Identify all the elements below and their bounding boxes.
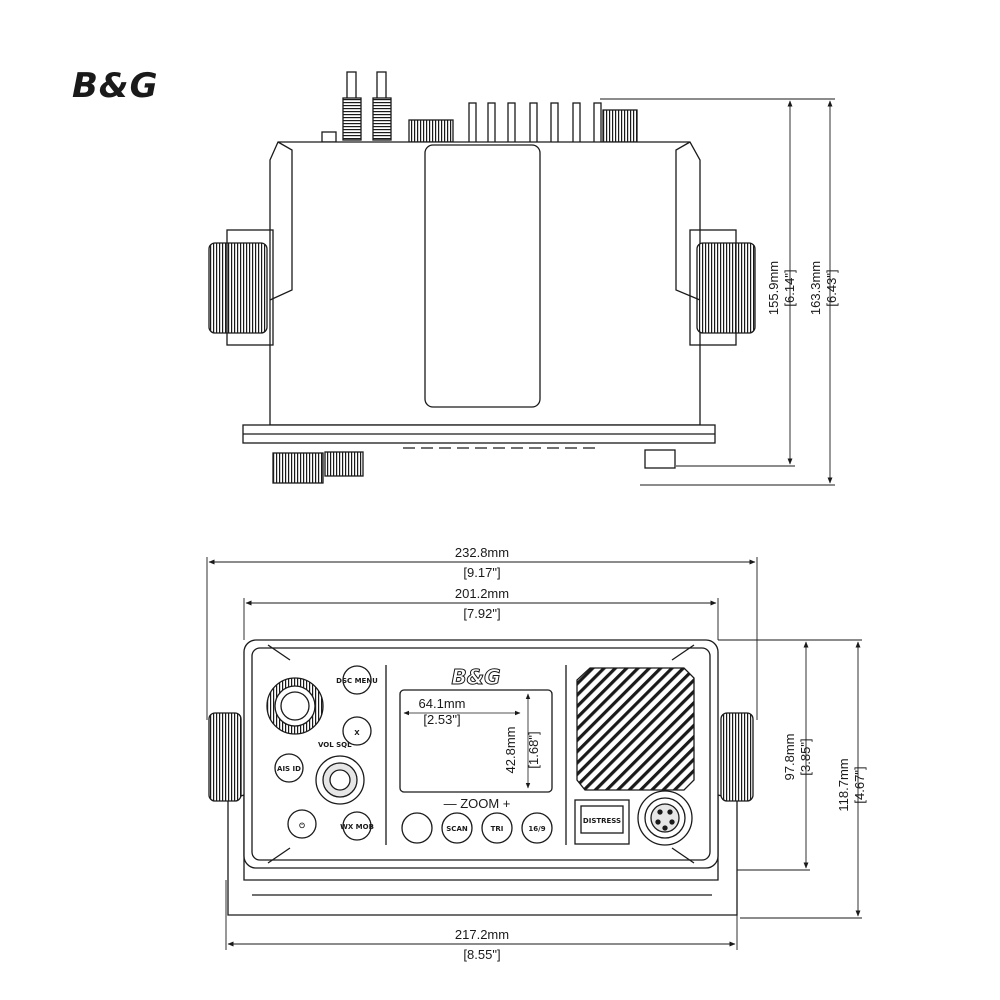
tri-button[interactable]	[481, 812, 513, 844]
wx-mob-button[interactable]	[342, 811, 372, 841]
ais-label: AIS ID	[277, 765, 301, 773]
screen-dimensions	[403, 693, 531, 789]
power-button[interactable]	[287, 809, 317, 839]
speaker-grille	[576, 667, 695, 791]
channel-knob[interactable]	[266, 677, 324, 735]
left-knob-top	[208, 242, 268, 334]
dsc-menu-label: DSC MENU	[336, 677, 378, 685]
dim-width-panel-in: [7.92"]	[463, 606, 500, 621]
dim-height-outer-in: [6.43"]	[824, 269, 839, 306]
left-knob-front	[208, 712, 242, 802]
power-label: ⏻	[299, 822, 305, 830]
dim-height-overall-in: [4.67"]	[852, 766, 867, 803]
dim-screen-height: 42.8mm [1.68"]	[503, 727, 541, 774]
dim-height-outer-mm: 163.3mm	[808, 261, 823, 315]
front-view	[208, 639, 754, 916]
display-screen	[399, 689, 553, 793]
dim-height-overall-mm: 118.7mm	[836, 758, 851, 811]
dim-height-inner-mm: 155.9mm	[766, 261, 781, 315]
tri-label: TRI	[491, 825, 504, 833]
wx-mob-label: WX MOB	[340, 823, 374, 831]
front-horizontal-dimensions	[206, 557, 758, 950]
top-view	[208, 71, 756, 484]
ch16-label: 16/9	[528, 825, 545, 833]
dim-height-panel-mm: 97.8mm	[782, 734, 797, 781]
dim-screen-height-mm: 42.8mm	[503, 727, 518, 774]
dim-height-inner-in: [6.14"]	[782, 269, 797, 306]
ch16-button[interactable]	[521, 812, 553, 844]
scan-button[interactable]	[441, 812, 473, 844]
rear-label	[424, 144, 541, 408]
dsc-menu-button[interactable]	[342, 665, 372, 695]
scan-label: SCAN	[446, 825, 468, 833]
volume-knob[interactable]	[315, 755, 365, 805]
zoom-label: — ZOOM +	[444, 796, 511, 811]
dim-height-inner: 155.9mm [6.14"]	[766, 261, 797, 315]
cancel-button[interactable]	[342, 716, 372, 746]
top-connectors	[321, 71, 638, 144]
dim-height-overall: 118.7mm [4.67"]	[836, 758, 867, 811]
dim-screen-width-in: [2.53"]	[423, 712, 460, 727]
distress-label: DISTRESS	[583, 817, 621, 825]
right-knob-front	[720, 712, 754, 802]
dim-width-bracket-in: [8.55"]	[463, 947, 500, 962]
mic-connector	[637, 790, 693, 846]
right-knob-top	[696, 242, 756, 334]
front-vertical-dimensions	[718, 639, 862, 919]
dim-width-panel-mm: 201.2mm	[455, 586, 509, 601]
brand-logo: B&G	[72, 66, 158, 106]
dim-screen-height-in: [1.68"]	[526, 731, 541, 768]
dim-screen-width-mm: 64.1mm	[419, 696, 466, 711]
dim-height-outer: 163.3mm [6.43"]	[808, 261, 839, 315]
dim-height-panel-in: [3.85"]	[798, 738, 813, 775]
nav-button[interactable]	[401, 812, 433, 844]
dim-width-overall-in: [9.17"]	[463, 565, 500, 580]
panel-logo: B&G	[451, 665, 500, 689]
top-dimensions	[600, 98, 835, 486]
vol-label: VOL SQL	[318, 741, 352, 749]
ais-button[interactable]	[274, 753, 304, 783]
dim-height-panel: 97.8mm [3.85"]	[782, 734, 813, 781]
dim-width-overall-mm: 232.8mm	[455, 545, 509, 560]
dim-width-bracket-mm: 217.2mm	[455, 927, 509, 942]
cancel-label: X	[354, 729, 360, 737]
distress-button[interactable]	[574, 799, 630, 845]
